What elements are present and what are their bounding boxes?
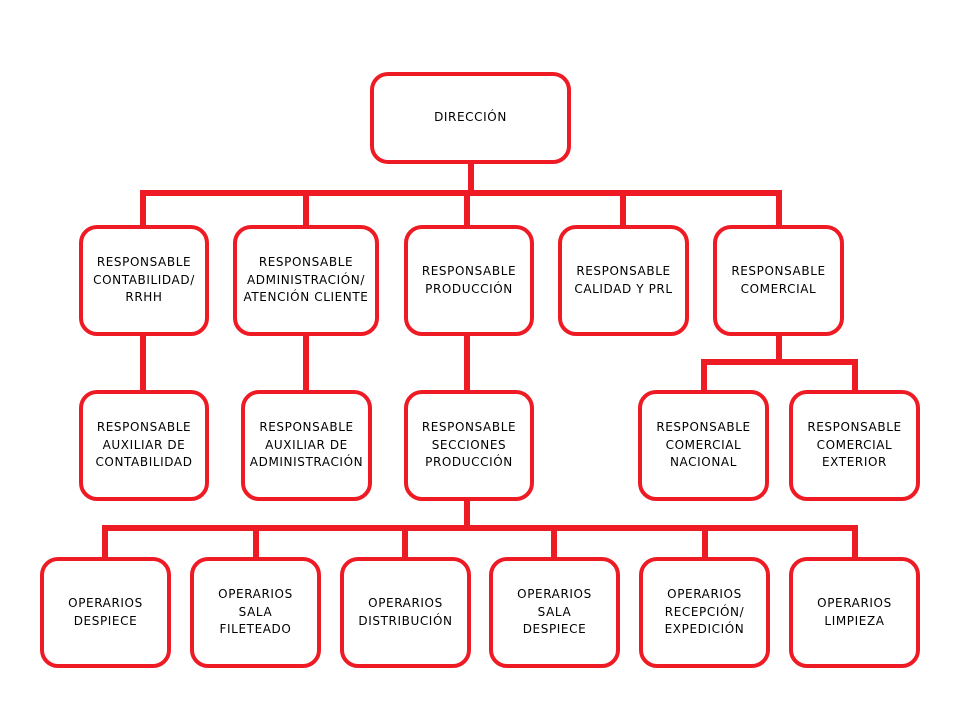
node-label: DIRECCIÓN	[434, 110, 507, 125]
node-op-limpieza: OPERARIOS LIMPIEZA	[789, 557, 920, 668]
node-label: OPERARIOS RECEPCIÓN/ EXPEDICIÓN	[664, 587, 745, 637]
node-label: RESPONSABLE AUXILIAR DE CONTABILIDAD	[95, 420, 193, 470]
node-label: RESPONSABLE AUXILIAR DE ADMINISTRACIÓN	[249, 420, 364, 470]
node-op-sala-fileteado: OPERARIOS SALA FILETEADO	[190, 557, 321, 668]
node-aux-contabilidad: RESPONSABLE AUXILIAR DE CONTABILIDAD	[79, 390, 209, 501]
node-op-recepcion: OPERARIOS RECEPCIÓN/ EXPEDICIÓN	[639, 557, 770, 668]
node-op-distribucion: OPERARIOS DISTRIBUCIÓN	[340, 557, 471, 668]
node-label: RESPONSABLE ADMINISTRACIÓN/ ATENCIÓN CLI…	[243, 255, 369, 305]
node-label: OPERARIOS DESPIECE	[68, 596, 143, 628]
node-label: RESPONSABLE CALIDAD Y PRL	[574, 264, 673, 296]
node-label: OPERARIOS SALA FILETEADO	[218, 587, 293, 637]
node-secciones-produccion: RESPONSABLE SECCIONES PRODUCCIÓN	[404, 390, 534, 501]
node-label: RESPONSABLE COMERCIAL	[731, 264, 826, 296]
node-label: RESPONSABLE PRODUCCIÓN	[421, 264, 517, 296]
node-label: RESPONSABLE COMERCIAL EXTERIOR	[807, 420, 902, 470]
node-resp-produccion: RESPONSABLE PRODUCCIÓN	[404, 225, 534, 336]
node-resp-comercial: RESPONSABLE COMERCIAL	[713, 225, 844, 336]
node-resp-administracion: RESPONSABLE ADMINISTRACIÓN/ ATENCIÓN CLI…	[233, 225, 379, 336]
node-label: OPERARIOS DISTRIBUCIÓN	[358, 596, 453, 628]
node-label: RESPONSABLE COMERCIAL NACIONAL	[656, 420, 751, 470]
node-aux-administracion: RESPONSABLE AUXILIAR DE ADMINISTRACIÓN	[241, 390, 372, 501]
node-label: OPERARIOS SALA DESPIECE	[517, 587, 592, 637]
node-resp-contabilidad: RESPONSABLE CONTABILIDAD/ RRHH	[79, 225, 209, 336]
node-label: RESPONSABLE SECCIONES PRODUCCIÓN	[421, 420, 517, 470]
node-op-sala-despiece: OPERARIOS SALA DESPIECE	[489, 557, 620, 668]
node-direccion: DIRECCIÓN	[370, 72, 571, 164]
node-op-despiece: OPERARIOS DESPIECE	[40, 557, 171, 668]
node-label: RESPONSABLE CONTABILIDAD/ RRHH	[93, 255, 195, 305]
node-comercial-nacional: RESPONSABLE COMERCIAL NACIONAL	[638, 390, 769, 501]
node-comercial-exterior: RESPONSABLE COMERCIAL EXTERIOR	[789, 390, 920, 501]
node-label: OPERARIOS LIMPIEZA	[817, 596, 892, 628]
node-resp-calidad: RESPONSABLE CALIDAD Y PRL	[558, 225, 689, 336]
